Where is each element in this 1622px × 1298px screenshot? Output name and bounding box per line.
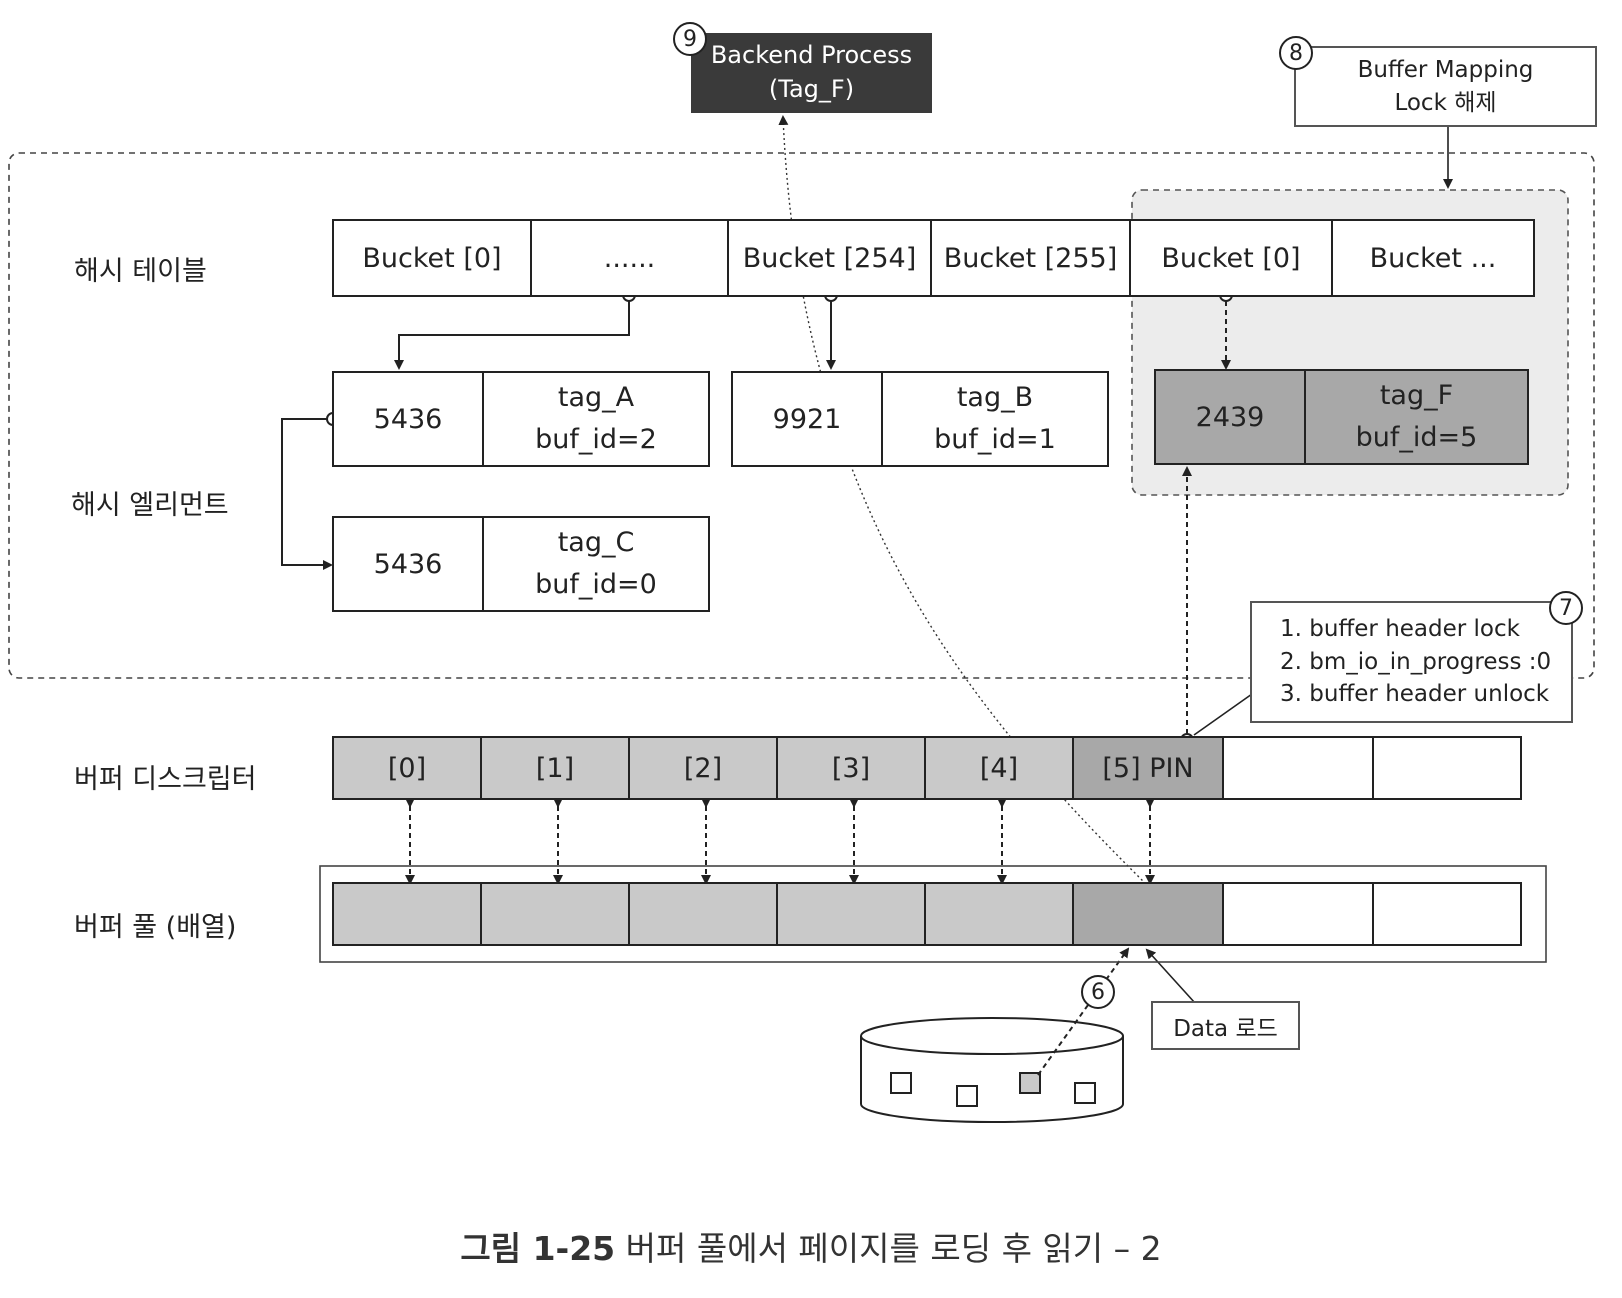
mapping-lock-line1: Buffer Mapping (1357, 57, 1534, 84)
pool-slot (1224, 884, 1374, 944)
backend-process-tag: (Tag_F) (768, 75, 855, 103)
descriptor-slot-pinned: [5] PIN (1074, 738, 1224, 798)
descriptor-slot: [4] (926, 738, 1074, 798)
disk-load-arrow (1037, 947, 1130, 1076)
hash-table-label: 해시 테이블 (74, 256, 207, 287)
bucket-to-tag-a-arrow (394, 301, 630, 370)
buffer-descriptors: [0] [1] [2] [3] [4] [5] PIN (332, 736, 1522, 800)
hash-region (8, 152, 1595, 679)
step-9-badge: 9 (673, 22, 707, 56)
descriptor-pool-links (405, 798, 1155, 885)
buffer-header-note: 1. buffer header lock 2. bm_io_in_progre… (1250, 601, 1573, 723)
figure-caption: 그림 1-25 버퍼 풀에서 페이지를 로딩 후 읽기 – 2 (0, 1222, 1622, 1270)
element-tag: tag_A (557, 382, 635, 414)
element-key: 2439 (1156, 371, 1306, 463)
hash-element-tag-f: 2439 tag_F buf_id=5 (1154, 369, 1529, 465)
pool-slot-loaded (1074, 884, 1224, 944)
descriptor-slot: [3] (778, 738, 926, 798)
bucket-cell: Bucket [254] (729, 221, 932, 295)
data-load-note: Data 로드 (1151, 1001, 1300, 1050)
hash-element-tag-b: 9921 tag_B buf_id=1 (731, 371, 1109, 467)
descriptor-slot: [2] (630, 738, 778, 798)
element-buf-id: buf_id=5 (1355, 422, 1478, 453)
pool-slot (778, 884, 926, 944)
descriptor-slot: [0] (334, 738, 482, 798)
step-7-badge: 7 (1549, 591, 1583, 625)
step-8-badge: 8 (1279, 36, 1313, 70)
figure-number: 그림 1-25 (460, 1229, 616, 1268)
bucket-cell: Bucket [255] (932, 221, 1131, 295)
header-note-item: 3. buffer header unlock (1280, 681, 1550, 708)
element-buf-id: buf_id=2 (535, 424, 657, 455)
element-tag: tag_B (956, 382, 1034, 414)
header-note-item: 1. buffer header lock (1280, 616, 1520, 642)
backend-process-box: Backend Process (Tag_F) (691, 33, 932, 113)
element-tag: tag_F (1379, 380, 1454, 412)
pool-slot (1374, 884, 1520, 944)
element-key: 9921 (733, 373, 883, 465)
mapping-lock-note: Buffer Mapping Lock 해제 (1294, 46, 1597, 127)
mapping-lock-line2: Lock 해제 (1394, 89, 1497, 116)
pool-slot (482, 884, 630, 944)
backend-process-title: Backend Process (710, 41, 913, 70)
descriptor-slot (1224, 738, 1374, 798)
bucket-cell: ...... (532, 221, 729, 295)
element-key: 5436 (334, 373, 484, 465)
descriptor-slot: [1] (482, 738, 630, 798)
hash-element-tag-c: 5436 tag_C buf_id=0 (332, 516, 710, 612)
buffer-pool-frame (319, 865, 1547, 963)
step-6-badge: 6 (1081, 975, 1115, 1009)
pool-slot (926, 884, 1074, 944)
bucket-cell: Bucket ... (1369, 242, 1497, 274)
pool-slot (630, 884, 778, 944)
descriptor-slot (1374, 738, 1520, 798)
element-tag: tag_C (557, 527, 635, 559)
disk-icon (860, 1017, 1124, 1123)
header-note-item: 2. bm_io_in_progress :0 (1280, 648, 1552, 675)
buffer-descriptor-label: 버퍼 디스크립터 (74, 764, 257, 795)
element-buf-id: buf_id=0 (535, 569, 657, 600)
buffer-pool (332, 882, 1522, 946)
bucket-cell: Bucket [0] (334, 221, 532, 295)
hash-element-tag-a: 5436 tag_A buf_id=2 (332, 371, 710, 467)
hash-element-label: 해시 엘리먼트 (71, 490, 229, 521)
pool-slot (334, 884, 482, 944)
chain-arrow (281, 418, 333, 570)
figure-title: 버퍼 풀에서 페이지를 로딩 후 읽기 – 2 (615, 1229, 1162, 1268)
hash-table: Bucket [0] ...... Bucket [254] Bucket [2… (332, 219, 1535, 297)
bucket-cell: Bucket [0] (1131, 221, 1333, 295)
element-buf-id: buf_id=1 (934, 424, 1056, 455)
buffer-pool-label: 버퍼 풀 (배열) (74, 912, 237, 943)
element-key: 5436 (334, 518, 484, 610)
